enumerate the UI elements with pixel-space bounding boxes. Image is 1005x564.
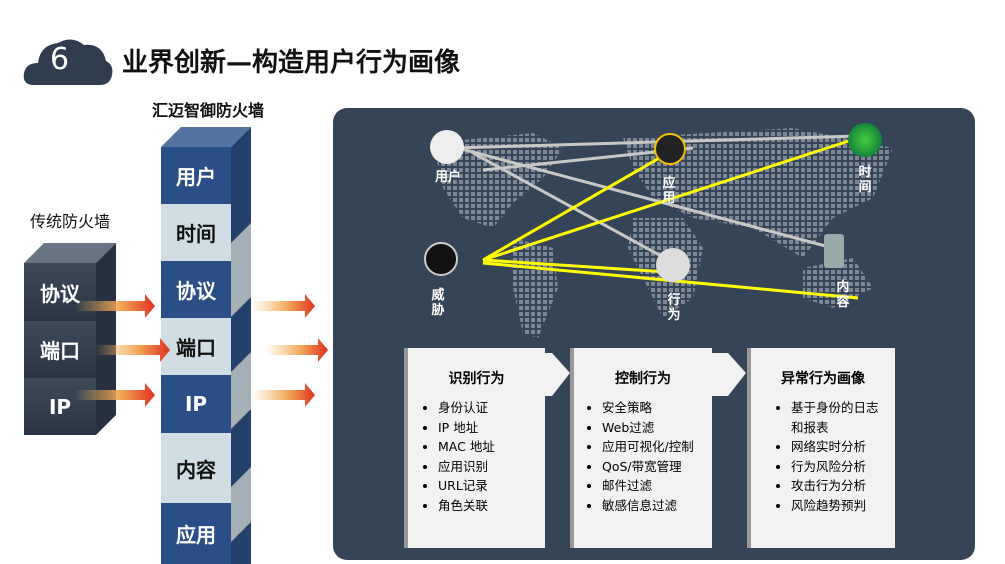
list-item: 风险趋势预判 bbox=[791, 496, 889, 516]
list-item: MAC 地址 bbox=[438, 437, 545, 457]
list-item: 应用可视化/控制 bbox=[602, 437, 712, 457]
huimai-block-content: 内容 bbox=[161, 433, 231, 503]
card-title: 识别行为 bbox=[448, 371, 505, 387]
node-app-label: 应用 bbox=[662, 176, 676, 206]
traditional-block-ip: IP bbox=[24, 378, 96, 435]
arrow-icon bbox=[75, 294, 155, 318]
node-behavior-label: 行为 bbox=[667, 293, 681, 323]
card-identify-behavior: 识别行为 身份认证IP 地址MAC 地址应用识别URL记录角色关联 bbox=[404, 348, 545, 548]
cloud-icon bbox=[23, 39, 113, 85]
chevron-arrow-icon bbox=[708, 353, 746, 396]
list-item: 角色关联 bbox=[438, 496, 545, 516]
list-item: 攻击行为分析 bbox=[791, 476, 889, 496]
list-item: IP 地址 bbox=[438, 418, 545, 438]
list-item: 行为风险分析 bbox=[791, 457, 889, 477]
arrow-icon bbox=[265, 338, 328, 362]
huimai-block-time: 时间 bbox=[161, 204, 231, 261]
traditional-block-protocol: 协议 bbox=[24, 263, 96, 321]
behavior-icon bbox=[656, 248, 690, 282]
list-item: Web过滤 bbox=[602, 418, 712, 438]
list-item: URL记录 bbox=[438, 476, 545, 496]
chevron-arrow-icon bbox=[540, 353, 570, 396]
list-item: 安全策略 bbox=[602, 398, 712, 418]
list-item: 应用识别 bbox=[438, 457, 545, 477]
list-item: 基于身份的日志和报表 bbox=[791, 398, 889, 437]
node-time-label: 时间 bbox=[858, 165, 872, 195]
card-control-behavior: 控制行为 安全策略Web过滤应用可视化/控制QoS/带宽管理邮件过滤敏感信息过滤 bbox=[570, 348, 712, 548]
list-item: QoS/带宽管理 bbox=[602, 457, 712, 477]
huimai-block-port: 端口 bbox=[161, 318, 231, 375]
list-item: 敏感信息过滤 bbox=[602, 496, 712, 516]
huimai-block-user: 用户 bbox=[161, 147, 231, 204]
arrow-icon bbox=[252, 383, 315, 407]
arrow-icon bbox=[75, 383, 155, 407]
huimai-firewall-label: 汇迈智御防火墙 bbox=[152, 101, 265, 120]
radar-clock-icon bbox=[848, 123, 882, 157]
hacker-threat-icon bbox=[424, 242, 458, 276]
huimai-block-app: 应用 bbox=[161, 503, 231, 564]
card-anomaly-profile: 异常行为画像 基于身份的日志和报表网络实时分析行为风险分析攻击行为分析风险趋势预… bbox=[747, 348, 895, 548]
page-title: 业界创新—构造用户行为画像 bbox=[122, 48, 461, 78]
card-title: 异常行为画像 bbox=[781, 371, 865, 387]
traditional-block-port: 端口 bbox=[24, 321, 96, 378]
list-item: 邮件过滤 bbox=[602, 476, 712, 496]
user-avatar-icon bbox=[430, 130, 464, 164]
huimai-block-ip: IP bbox=[161, 375, 231, 433]
qq-app-icon bbox=[654, 133, 686, 165]
arrow-icon bbox=[252, 294, 315, 318]
section-number: 6 bbox=[50, 42, 70, 77]
list-item: 网络实时分析 bbox=[791, 437, 889, 457]
node-content-label: 内容 bbox=[836, 280, 850, 310]
flow-arrows bbox=[75, 294, 328, 407]
traditional-firewall-label: 传统防火墙 bbox=[30, 212, 111, 231]
node-user-label: 用户 bbox=[434, 170, 461, 185]
world-map bbox=[433, 128, 893, 338]
list-item: 身份认证 bbox=[438, 398, 545, 418]
arrow-icon bbox=[95, 338, 170, 362]
server-content-icon bbox=[824, 234, 844, 268]
node-threat-label: 威胁 bbox=[431, 288, 445, 318]
card-title: 控制行为 bbox=[615, 371, 671, 387]
huimai-block-protocol: 协议 bbox=[161, 261, 231, 318]
